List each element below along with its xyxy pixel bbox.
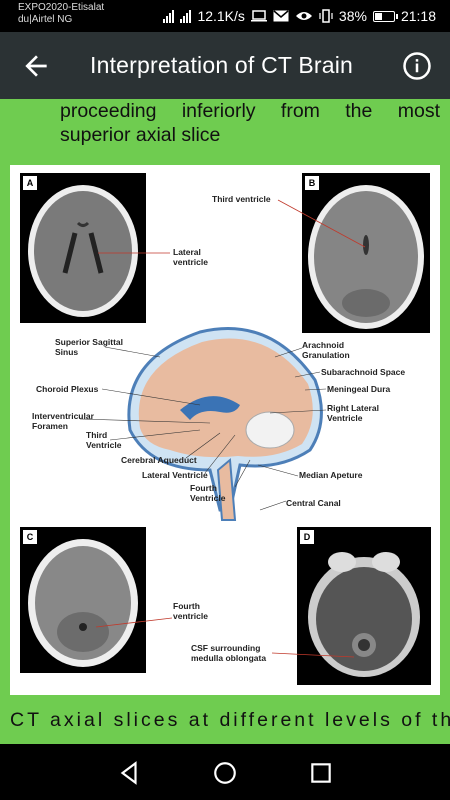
carrier-line-2: du|Airtel NG: [18, 14, 73, 25]
meningeal-dura-label: Meningeal Dura: [327, 384, 391, 394]
ct-scan-panel-b: B: [302, 173, 430, 333]
paragraph-line-1: proceeding inferiorly from the most: [60, 100, 440, 122]
clock: 21:18: [400, 8, 436, 24]
lateral-ventricle-diagram-label: Lateral Ventricle: [142, 470, 208, 480]
cerebral-aqueduct-label: Cerebral Aqueduct: [121, 455, 197, 465]
subarachnoid-space-label: Subarachnoid Space: [321, 367, 406, 377]
panel-b-label: B: [305, 176, 319, 190]
carrier-name: EXPO2020-Etisalat du|Airtel NG: [18, 2, 104, 26]
brain-ventricle-diagram: [127, 327, 323, 521]
nav-recents-icon[interactable]: [308, 760, 334, 786]
ct-scan-panel-d: D: [297, 527, 431, 685]
net-speed: 12.1K/s: [197, 8, 245, 24]
page-title: Interpretation of CT Brain: [90, 52, 354, 78]
system-nav-bar: [0, 744, 450, 800]
back-arrow-icon[interactable]: [20, 50, 52, 82]
ct-brain-figure: A B C: [10, 165, 440, 695]
signal-icon: [163, 9, 175, 23]
nav-home-icon[interactable]: [212, 760, 238, 786]
central-canal-label: Central Canal: [286, 498, 341, 508]
nav-back-icon[interactable]: [116, 760, 142, 786]
choroid-plexus-label: Choroid Plexus: [36, 384, 99, 394]
median-apeture-label: Median Apeture: [299, 470, 363, 480]
vibrate-icon: [319, 9, 333, 23]
battery-percent: 38%: [338, 8, 367, 24]
eye-icon: [295, 12, 312, 20]
ct-scan-panel-a: A: [20, 173, 146, 323]
battery-icon: [372, 10, 398, 22]
third-ventricle-label: Third ventricle: [212, 194, 271, 204]
content-area[interactable]: proceeding inferiorly from the most supe…: [0, 99, 450, 744]
info-icon[interactable]: [402, 51, 432, 81]
ct-scan-panel-c: C: [20, 527, 146, 673]
panel-d-label: D: [300, 530, 314, 544]
wifi-signal-icon: [180, 9, 192, 23]
carrier-line-1: EXPO2020-Etisalat: [18, 2, 105, 13]
panel-a-label: A: [23, 176, 37, 190]
leader-lines: [79, 199, 366, 658]
app-bar: Interpretation of CT Brain: [0, 32, 450, 99]
status-bar: EXPO2020-Etisalat du|Airtel NG 12.1K/s 3…: [0, 0, 450, 32]
paragraph-line-2: superior axial slice: [60, 124, 221, 146]
paragraph-peek: CT axial slices at different levels of t…: [10, 709, 450, 731]
usb-icon: [250, 10, 267, 22]
panel-c-label: C: [23, 530, 37, 544]
mail-icon: [273, 10, 289, 22]
